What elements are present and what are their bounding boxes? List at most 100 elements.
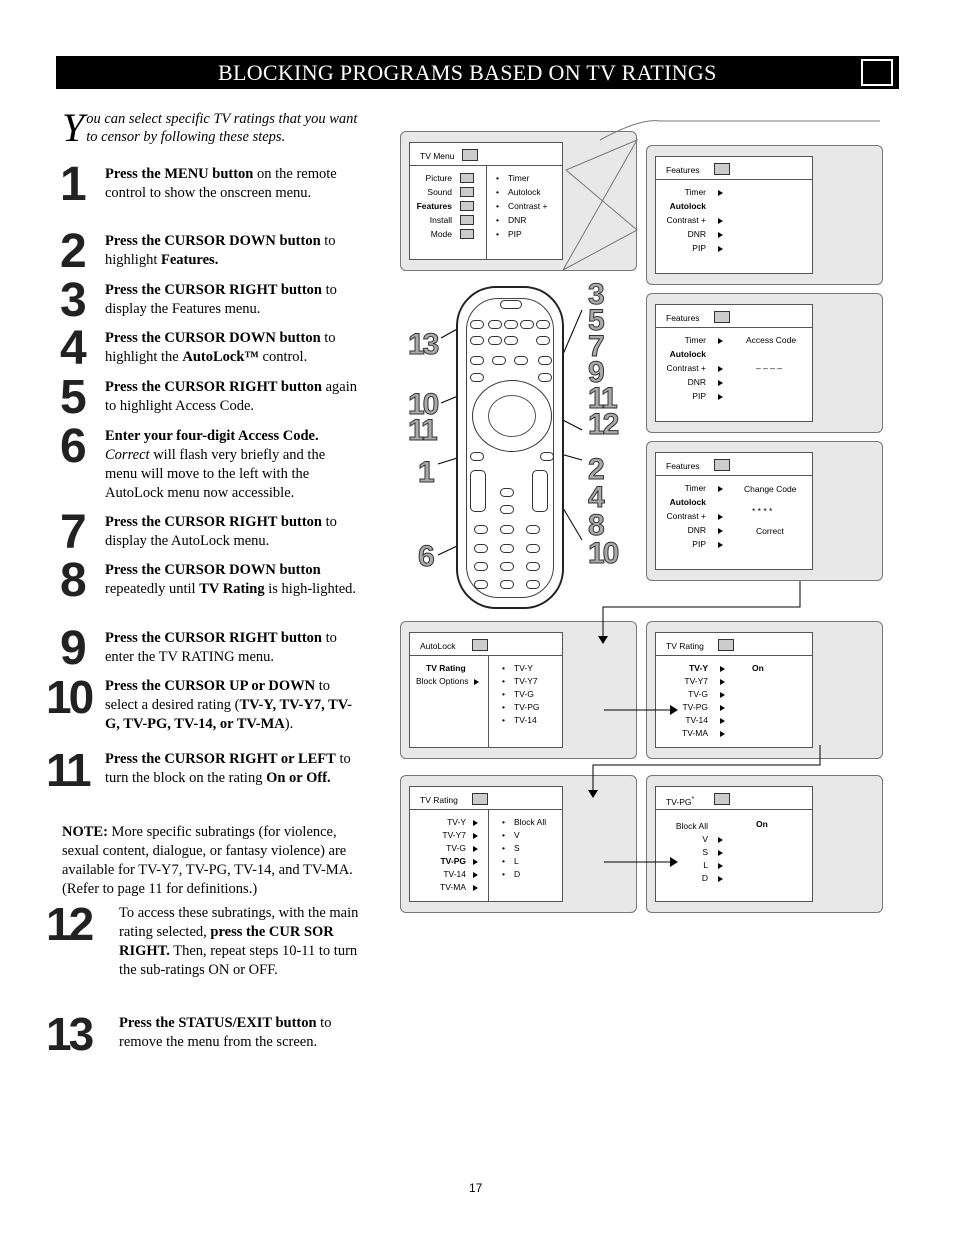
menu-item: Sound bbox=[427, 187, 452, 197]
remote-button bbox=[470, 373, 484, 382]
arrow-icon bbox=[720, 679, 725, 685]
menu-item: Autolock bbox=[669, 201, 706, 211]
arrow-icon bbox=[720, 666, 725, 672]
features-icon bbox=[714, 311, 730, 323]
step-number: 2 bbox=[60, 225, 87, 278]
menu-item: Block All bbox=[514, 817, 547, 827]
arrow-icon bbox=[473, 885, 478, 891]
bullet: • bbox=[502, 856, 505, 866]
menu-item: S bbox=[702, 847, 708, 857]
remote-button bbox=[526, 562, 540, 571]
tvpg-sup: * bbox=[691, 795, 695, 803]
bullet: • bbox=[496, 187, 499, 197]
step-rest2: is high-lighted. bbox=[264, 581, 357, 597]
lock-icon bbox=[861, 59, 893, 86]
arrow-icon bbox=[718, 542, 723, 548]
arrow-icon bbox=[720, 705, 725, 711]
step-number: 13 bbox=[46, 1008, 94, 1060]
menu-item: D bbox=[514, 869, 521, 879]
menu-item: PIP bbox=[692, 391, 706, 401]
step-rest: to highlight the bbox=[105, 330, 336, 365]
menu-icon bbox=[462, 149, 478, 161]
bullet: • bbox=[502, 869, 505, 879]
arrow-icon bbox=[718, 366, 723, 372]
step-text: Press the CURSOR RIGHT button to display… bbox=[105, 281, 360, 319]
step-bold: Press the CURSOR RIGHT button bbox=[105, 282, 322, 298]
bullet: • bbox=[502, 817, 505, 827]
dropcap: Y bbox=[62, 105, 85, 150]
menu-item: TV-Y7 bbox=[514, 676, 538, 686]
arrow-icon bbox=[718, 837, 723, 843]
menu-item: TV-G bbox=[688, 689, 708, 699]
step-number: 12 bbox=[46, 898, 94, 950]
arrow-icon bbox=[718, 380, 723, 386]
remote-button bbox=[470, 336, 484, 345]
step-number: 9 bbox=[60, 622, 87, 675]
step-text: Press the CURSOR DOWN button repeatedly … bbox=[105, 561, 360, 599]
power-button bbox=[500, 300, 522, 309]
bullet: • bbox=[496, 229, 499, 239]
step-text: Press the CURSOR RIGHT or LEFT to turn t… bbox=[105, 750, 360, 788]
step-rest: again to highlight Access Code. bbox=[105, 379, 358, 414]
step-bold2: On or Off. bbox=[266, 770, 331, 786]
menu-item: PIP bbox=[692, 243, 706, 253]
remote-button bbox=[500, 544, 514, 553]
menu-item: Contrast + bbox=[666, 511, 706, 521]
menu-item: TV-G bbox=[446, 843, 466, 853]
arrow-icon bbox=[718, 394, 723, 400]
code-stars: * * * * bbox=[752, 506, 773, 516]
tvpg-title-text: TV-PG bbox=[666, 796, 692, 807]
menu-item: Block Options bbox=[416, 676, 469, 686]
menu-item: DNR bbox=[687, 377, 706, 387]
menu-item-icon bbox=[460, 201, 474, 211]
menu-item: TV-PG bbox=[440, 856, 466, 866]
note: NOTE: More specific subratings (for viol… bbox=[62, 823, 360, 899]
menu-item: Timer bbox=[684, 335, 706, 345]
remote-button bbox=[488, 336, 502, 345]
menu-item: Contrast + bbox=[508, 201, 548, 211]
arrow-icon bbox=[718, 850, 723, 856]
step-bold: Enter your four-digit Access Code. bbox=[105, 428, 319, 444]
arrow-icon bbox=[720, 692, 725, 698]
step-text: Press the STATUS/EXIT button to remove t… bbox=[119, 1014, 374, 1052]
menu-item: TV-MA bbox=[682, 728, 708, 738]
menu-item: Timer bbox=[684, 187, 706, 197]
arrow-icon bbox=[473, 872, 478, 878]
menu-item: TV-PG bbox=[514, 702, 540, 712]
ok-ring bbox=[488, 395, 536, 437]
step-rest2: ). bbox=[284, 716, 294, 732]
menu-item: Features bbox=[416, 201, 452, 211]
step-rest: to turn the block on the rating bbox=[105, 751, 351, 786]
step-number: 10 bbox=[46, 671, 94, 723]
step-rest: repeatedly until bbox=[105, 581, 200, 597]
step-number: 5 bbox=[60, 371, 87, 424]
code-dashes: – – – – bbox=[756, 363, 782, 373]
callout-6: 6 bbox=[418, 540, 436, 573]
callout-1: 1 bbox=[418, 456, 436, 489]
menu-item: PIP bbox=[692, 539, 706, 549]
remote-button bbox=[538, 356, 552, 365]
arrow-icon bbox=[718, 246, 723, 252]
menu-item: Contrast + bbox=[666, 363, 706, 373]
menu-item: Timer bbox=[684, 483, 706, 493]
remote-button bbox=[500, 488, 514, 497]
menu-item: Mode bbox=[430, 229, 452, 239]
arrow-icon bbox=[473, 859, 478, 865]
step-bold: Press the CURSOR UP or DOWN bbox=[105, 678, 316, 694]
channel-rocker bbox=[532, 470, 548, 512]
callout-right-bottom: 2 4 8 10 bbox=[587, 453, 619, 570]
remote-button bbox=[470, 320, 484, 329]
menu-item: TV-Y bbox=[514, 663, 533, 673]
menu-item-icon bbox=[460, 229, 474, 239]
menu-item: Block All bbox=[675, 821, 708, 831]
menu-item: S bbox=[514, 843, 520, 853]
